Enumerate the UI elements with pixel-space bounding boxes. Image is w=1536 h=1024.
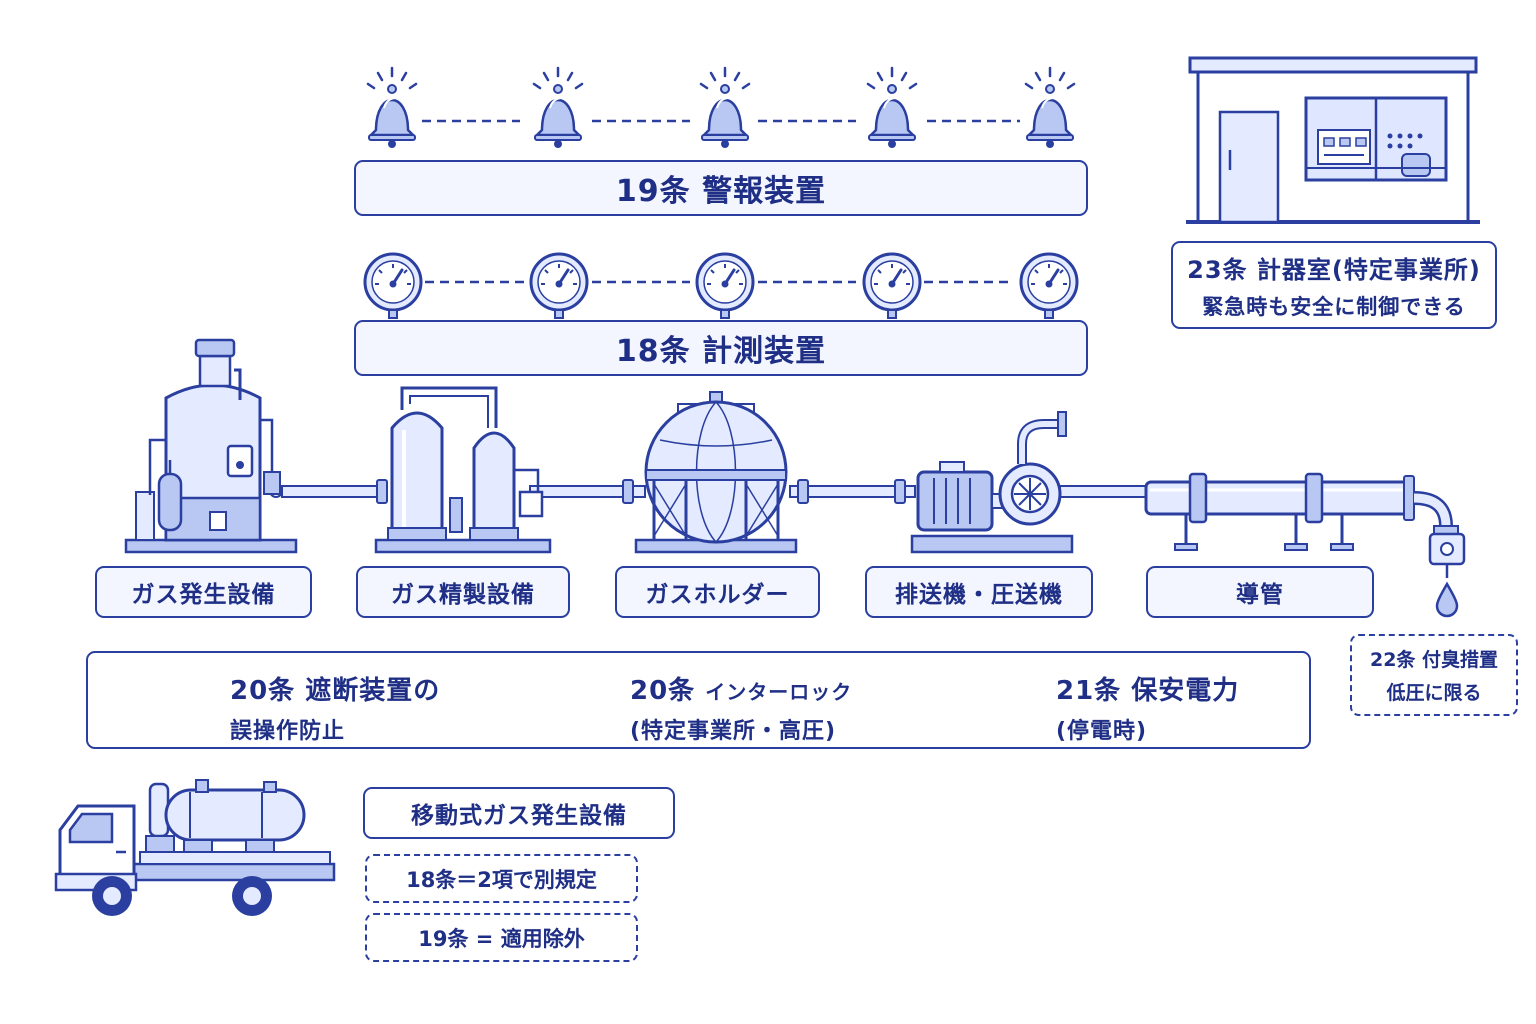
odorizer-drop-icon — [1428, 525, 1466, 618]
odorization-line1: 22条 付臭措置 — [1369, 649, 1499, 671]
interlock-line2: (特定事業所・高圧) — [630, 719, 837, 744]
backup-power-line2: (停電時) — [1056, 719, 1148, 744]
interlock-title: インターロック — [705, 680, 853, 704]
truck-icon — [54, 779, 336, 916]
shutoff-device-line1: 20条 遮断装置の — [230, 676, 441, 706]
control-room-line2: 緊急時も安全に制御できる — [1202, 294, 1466, 319]
bell-icon — [866, 66, 918, 150]
alarm-device-banner: 19条 警報装置 — [354, 160, 1088, 216]
backup-power-line1: 21条 保安電力 — [1056, 676, 1240, 706]
backup-power-text: 21条 保安電力 (停電時) — [1056, 670, 1239, 745]
pipeline-icon — [1144, 472, 1453, 551]
pressure-gauge-icon — [862, 252, 922, 320]
main-pipeline — [269, 479, 1151, 504]
control-room-building-icon — [1186, 56, 1480, 224]
gas-generator-icon — [124, 338, 298, 554]
bell-icon — [1024, 66, 1076, 150]
mobile-note-article18: 18条＝2項で別規定 — [365, 854, 638, 903]
gas-holder-sphere-icon — [634, 391, 798, 554]
mobile-note-article19: 19条 = 適用除外 — [365, 913, 638, 962]
pump-motor-icon — [910, 411, 1074, 554]
equipment-label-gas-holder: ガスホルダー — [615, 566, 820, 618]
bell-icon — [532, 66, 584, 150]
pressure-gauge-icon — [529, 252, 589, 320]
shutoff-device-text: 20条 遮断装置の 誤操作防止 — [230, 670, 440, 745]
gauges-row — [363, 252, 1079, 320]
odorization-line2: 低圧に限る — [1386, 682, 1482, 704]
alarm-bells-row — [366, 66, 1076, 150]
measurement-device-banner: 18条 計測装置 — [354, 320, 1088, 376]
interlock-text: 20条 インターロック (特定事業所・高圧) — [630, 670, 852, 745]
interlock-article: 20条 — [630, 676, 696, 706]
gas-purifier-icon — [374, 386, 552, 554]
odorization-note: 22条 付臭措置 低圧に限る — [1350, 634, 1518, 716]
safety-measures-panel — [86, 651, 1311, 749]
pressure-gauge-icon — [363, 252, 423, 320]
mobile-gas-generator-title: 移動式ガス発生設備 — [363, 787, 675, 839]
equipment-label-pipeline: 導管 — [1146, 566, 1374, 618]
pressure-gauge-icon — [695, 252, 755, 320]
equipment-label-pump: 排送機・圧送機 — [865, 566, 1093, 618]
control-room-label: 23条 計器室(特定事業所) 緊急時も安全に制御できる — [1171, 241, 1497, 329]
pressure-gauge-icon — [1019, 252, 1079, 320]
equipment-label-gas-generator: ガス発生設備 — [95, 566, 312, 618]
bell-icon — [366, 66, 418, 150]
control-room-line1: 23条 計器室(特定事業所) — [1187, 255, 1481, 284]
shutoff-device-line2: 誤操作防止 — [230, 719, 346, 744]
equipment-label-gas-purifier: ガス精製設備 — [356, 566, 570, 618]
bell-icon — [699, 66, 751, 150]
